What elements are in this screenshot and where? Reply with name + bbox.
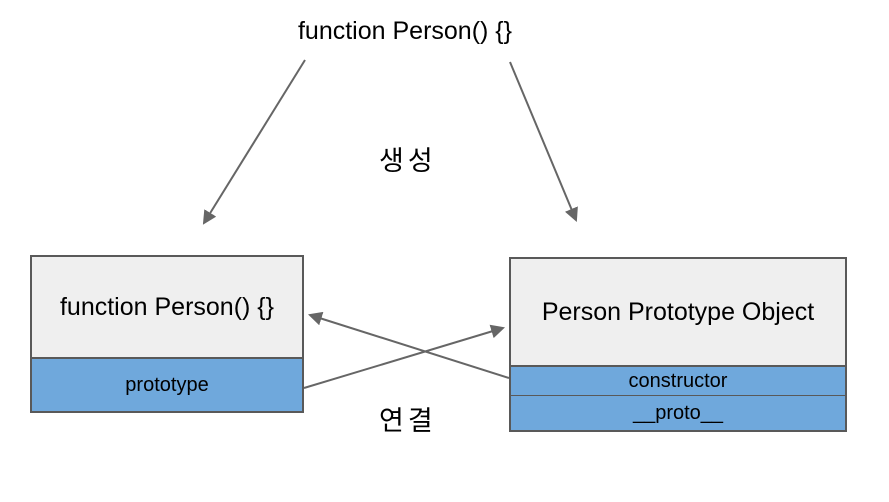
- proto-row: __proto__: [511, 395, 845, 430]
- person-prototype-object-header: Person Prototype Object: [511, 259, 845, 365]
- create-label: 생성: [379, 146, 437, 176]
- constructor-row: constructor: [511, 365, 845, 395]
- person-prototype-object-box: Person Prototype Object constructor __pr…: [509, 257, 847, 432]
- create-arrow-to-function-box: [202, 59, 306, 225]
- prototype-row: prototype: [32, 357, 302, 411]
- function-person-header: function Person() {}: [32, 257, 302, 357]
- diagram-title: function Person() {}: [297, 17, 512, 45]
- constructor-link-arrow: [307, 311, 510, 379]
- prototype-link-arrow: [303, 324, 506, 389]
- create-arrow-to-prototype-object-box: [509, 61, 578, 222]
- function-person-box: function Person() {} prototype: [30, 255, 304, 413]
- link-label: 연결: [379, 406, 437, 436]
